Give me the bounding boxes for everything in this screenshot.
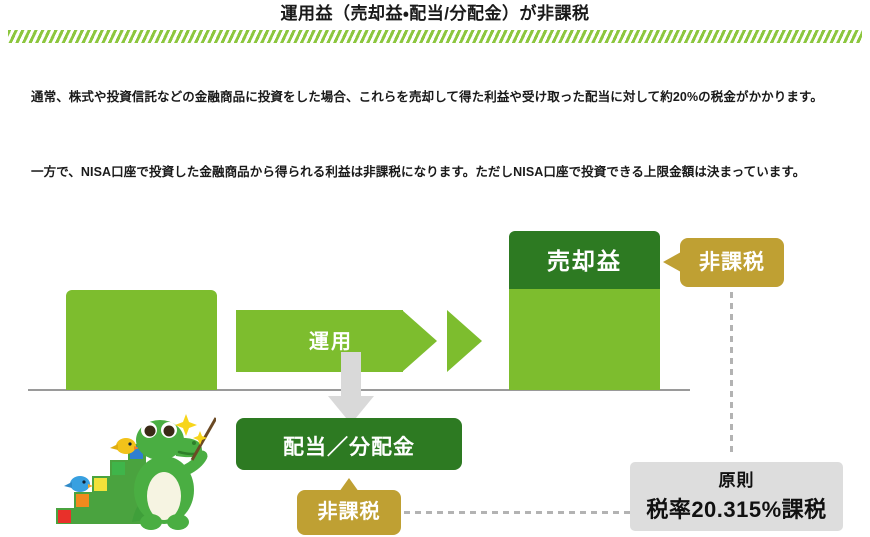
standard-tax-rate-box: 原則 税率20.315%課税 [630,462,843,531]
dotted-connector-horizontal [404,511,630,514]
growth-arrow-label: 運用 [309,331,353,353]
crocodile-mascot-icon [36,398,218,534]
growth-arrow-head [402,310,437,372]
dividend-box [236,418,462,470]
dotted-connector-vertical [730,292,733,457]
standard-tax-rate-value: 税率20.315%課税 [646,497,827,522]
paragraph-taxable-accounts: 通常、株式や投資信託などの金融商品に投資をした場合、これらを売却して得た利益や受… [31,89,823,104]
principal-bar-before [66,290,217,390]
standard-tax-rate-title: 原則 [718,471,755,490]
principal-segment [509,289,660,390]
callout-tax-free-capital-gain: 非課税 [680,238,784,287]
growth-arrow-chevron-icon [447,310,482,372]
dividend-label: 配当／分配金 [283,436,415,459]
capital-gain-label: 売却益 [547,248,622,274]
callout-top-tail-icon [663,252,681,272]
down-arrow-stem [341,352,361,398]
capital-gain-segment [509,231,660,289]
callout-bottom-tail-icon [339,478,359,492]
page-title: 運用益（売却益・配当/分配金）が非課税 [280,4,590,23]
paragraph-nisa-accounts: 一方で、NISA口座で投資した金融商品から得られる利益は非課税になります。ただし… [31,164,806,179]
principal-bar-after [509,231,660,390]
growth-arrow-shape [236,310,437,372]
callout-bottom-label: 非課税 [317,501,381,523]
growth-arrow-body [236,310,403,372]
callout-top-label: 非課税 [699,251,765,274]
callout-tax-free-dividend: 非課税 [297,490,401,535]
striped-divider-icon [8,30,862,43]
dividend-down-arrow-icon [328,352,374,424]
